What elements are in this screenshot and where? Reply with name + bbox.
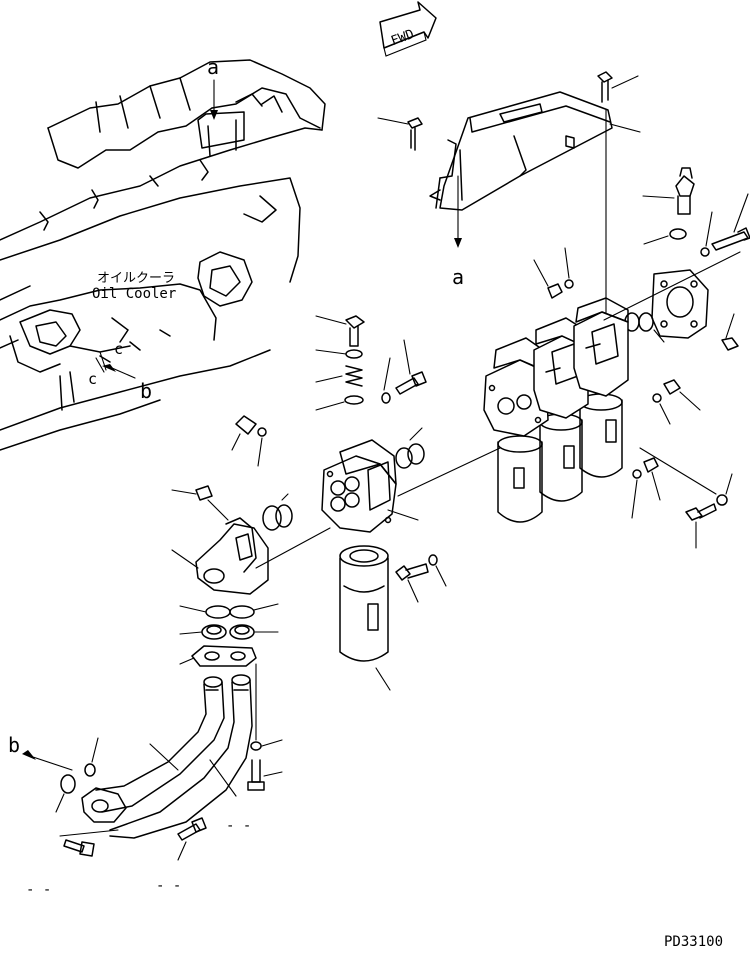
bracket-bolt-right — [597, 71, 641, 319]
filter-head-washer — [315, 349, 363, 359]
ref-b-engine-label: b — [140, 379, 152, 403]
filter-side-nut — [663, 379, 701, 411]
adapter-o-rings — [262, 493, 293, 531]
oil-cooler-pipes — [81, 674, 253, 839]
engine-block — [0, 59, 326, 451]
fwd-arrow: FWD — [379, 1, 437, 57]
filter-head-1 — [483, 337, 549, 437]
filter-head-plug — [231, 415, 267, 467]
mounting-bracket — [429, 91, 613, 211]
dash-mark-2: - - — [156, 878, 181, 894]
single-filter-head — [321, 439, 419, 533]
sensor-washer — [643, 228, 687, 245]
ref-c-label-1: c — [114, 340, 123, 358]
leader-sensor-bolt — [603, 251, 741, 321]
flange-plug — [721, 313, 739, 351]
leader-mount-bolt — [639, 447, 717, 495]
oil-cooler-en-label: Oil Cooler — [92, 286, 176, 302]
filter-head-valve — [315, 395, 364, 411]
bracket-bolt-left — [377, 117, 423, 151]
pipe-clamp-washer — [250, 663, 283, 751]
temperature-sensor — [642, 167, 695, 215]
filter-mount-bolt — [685, 473, 733, 549]
ref-c-label-2: c — [88, 370, 97, 388]
adapter-plug — [171, 485, 229, 521]
dash-mark-3: - - — [26, 882, 51, 898]
oil-cooler-callout: オイルクーラ Oil Cooler c c b — [88, 271, 176, 403]
drawing-code: PD33100 — [664, 934, 723, 950]
filter-head-3 — [573, 297, 629, 397]
flange-gasket — [624, 312, 665, 343]
ref-a-engine: a — [207, 55, 219, 120]
filter-cartridge-3 — [579, 393, 623, 478]
single-filter-bolt — [395, 554, 447, 603]
filter-side-washer — [652, 393, 671, 425]
filter-head-bolt — [315, 315, 365, 347]
pipe-flange-bolt-a — [177, 817, 207, 861]
ref-a-bracket-label: a — [452, 265, 464, 289]
oil-cooler-jp-label: オイルクーラ — [97, 271, 175, 286]
leader-filter-to-single — [397, 447, 501, 497]
pipe-clamp-bolt — [247, 759, 283, 791]
filter-lower-washer — [631, 469, 642, 519]
filter-head-spring — [315, 365, 363, 387]
filter-cartridge-1 — [497, 435, 543, 523]
pipe-end-gaskets — [55, 737, 99, 813]
ref-b-pipe-label: b — [8, 733, 20, 757]
filter-lower-nut — [643, 457, 661, 501]
ref-b-pipe: b — [8, 733, 73, 771]
filter-cartridge-2 — [539, 413, 583, 502]
filter-head-side-bolt — [381, 339, 427, 404]
ref-a-engine-label: a — [207, 55, 219, 79]
sensor-flange — [651, 269, 709, 339]
sensor-small-washer — [700, 211, 713, 257]
filter-top-nut — [533, 259, 563, 299]
ref-a-bracket: a — [452, 175, 464, 289]
sensor-bolt — [711, 193, 750, 251]
pipe-flange-bolt-b — [59, 829, 119, 857]
dash-mark-1: - - — [226, 818, 251, 834]
triple-filter-assembly — [483, 297, 629, 523]
single-filter-cartridge — [339, 545, 391, 691]
filter-top-washer — [564, 247, 574, 289]
filter-head-o-rings — [395, 427, 425, 469]
oil-filter-adapter — [171, 517, 269, 595]
adapter-gaskets — [179, 603, 279, 667]
